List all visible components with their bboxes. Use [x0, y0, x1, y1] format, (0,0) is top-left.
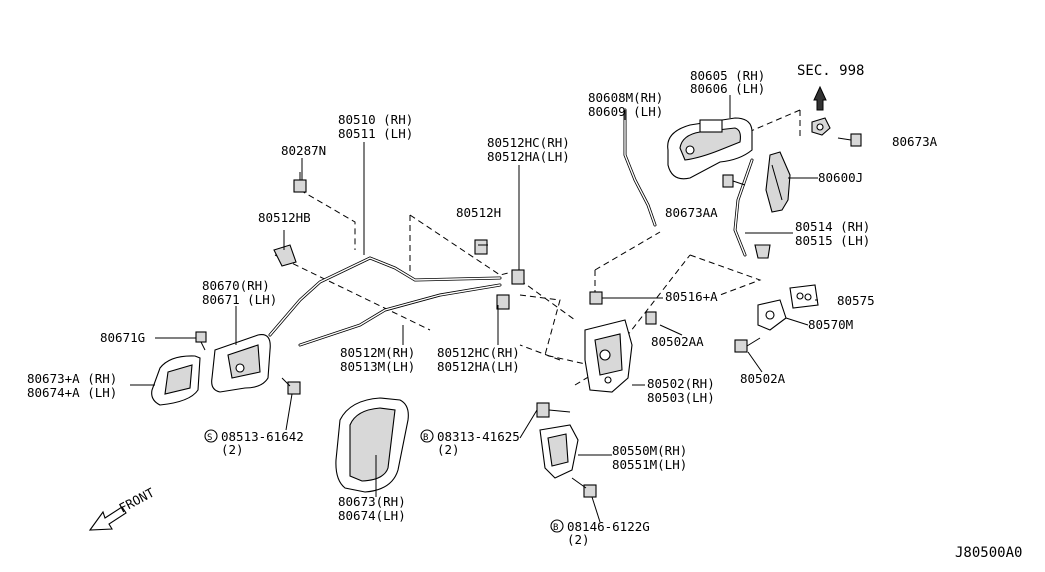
- sec998-bracket: [811, 85, 831, 136]
- label-80673aa: 80673AA: [665, 205, 718, 220]
- striker-80570m: [757, 299, 787, 331]
- label-80673: 80673(RH): [338, 494, 406, 509]
- clip-80512hc-top: [511, 269, 525, 285]
- label-80502a: 80502A: [740, 371, 786, 386]
- label-80570m: 80570M: [808, 317, 853, 332]
- label-80502: 80502(RH): [647, 376, 715, 391]
- label-80512ha-bottom: 80512HA(LH): [437, 359, 520, 374]
- bolt-80673aa: [722, 174, 746, 188]
- diagram-reference-code: J80500A0: [955, 545, 1022, 561]
- latch-80550m: [539, 424, 579, 479]
- screw-symbol-s: [204, 429, 218, 443]
- label-80287n: 80287N: [281, 143, 326, 158]
- label-80673-a: 80673+A (RH): [27, 371, 117, 386]
- door-lock-actuator: [584, 319, 633, 393]
- screw-80502a: [734, 337, 761, 353]
- label-80673a: 80673A: [892, 134, 938, 149]
- label-80575: 80575: [837, 293, 875, 308]
- label-08513: 08513-61642: [221, 429, 304, 444]
- label-80513m: 80513M(LH): [340, 359, 415, 374]
- label-80670: 80670(RH): [202, 278, 270, 293]
- bracket-80514: [754, 244, 771, 259]
- label-80512hc-bottom: 80512HC(RH): [437, 345, 520, 360]
- label-80516a: 80516+A: [665, 289, 718, 304]
- label-80609: 80609 (LH): [588, 104, 663, 119]
- label-08313: 08313-41625: [437, 429, 520, 444]
- inside-handle-80670: [211, 334, 271, 393]
- bolt-symbol-b-2: [550, 519, 564, 533]
- label-80511: 80511 (LH): [338, 126, 413, 141]
- clip-80287n: [293, 172, 307, 193]
- label-80608m: 80608M(RH): [588, 90, 663, 105]
- label-80512hc-top: 80512HC(RH): [487, 135, 570, 150]
- inside-handle-escutcheon-80673: [335, 397, 409, 493]
- label-08146-qty: (2): [567, 532, 590, 547]
- label-80512m: 80512M(RH): [340, 345, 415, 360]
- label-80510: 80510 (RH): [338, 112, 413, 127]
- clip-80516a: [589, 291, 603, 305]
- leader-lines: [130, 95, 818, 523]
- label-80512hb: 80512HB: [258, 210, 311, 225]
- outside-handle-assembly: [667, 117, 753, 180]
- bolt-symbol-b-2-text: B: [553, 523, 558, 533]
- shim-80575: [789, 284, 819, 309]
- label-80671: 80671 (LH): [202, 292, 277, 307]
- label-80551m: 80551M(LH): [612, 457, 687, 472]
- part-labels: SEC. 998 80605 (RH) 80606 (LH) 80608M(RH…: [27, 63, 1022, 561]
- bolt-80673a: [837, 133, 862, 147]
- escutcheon-80673-a: [151, 355, 201, 406]
- label-08513-qty: (2): [221, 442, 244, 457]
- label-80512h: 80512H: [456, 205, 501, 220]
- label-80503: 80503(LH): [647, 390, 715, 405]
- control-rods: [268, 108, 754, 347]
- screw-80502aa: [645, 311, 657, 325]
- guard-80600j: [765, 151, 791, 213]
- clip-80512hc-bottom: [496, 294, 510, 310]
- label-80515: 80515 (LH): [795, 233, 870, 248]
- bolt-symbol-b-1: [420, 429, 434, 443]
- clip-80512hb: [273, 244, 297, 267]
- assembly-guide-lines: [274, 109, 801, 386]
- label-08313-qty: (2): [437, 442, 460, 457]
- screw-symbol-s-text: S: [207, 433, 212, 443]
- label-80605: 80605 (RH): [690, 68, 765, 83]
- label-80502aa: 80502AA: [651, 334, 704, 349]
- label-08146: 08146-6122G: [567, 519, 650, 534]
- bolt-08313: [536, 402, 571, 418]
- bolt-symbol-b-1-text: B: [423, 433, 428, 443]
- label-80550m: 80550M(RH): [612, 443, 687, 458]
- label-80674-a: 80674+A (LH): [27, 385, 117, 400]
- label-80606: 80606 (LH): [690, 81, 765, 96]
- label-front: FRONT: [116, 485, 157, 516]
- bolt-08146: [571, 477, 597, 498]
- label-80674: 80674(LH): [338, 508, 406, 523]
- clip-80512h: [474, 239, 488, 255]
- screw-80671g: [195, 331, 207, 351]
- label-80512ha-top: 80512HA(LH): [487, 149, 570, 164]
- label-sec-998: SEC. 998: [797, 63, 864, 79]
- label-80671g: 80671G: [100, 330, 145, 345]
- front-arrow-icon: [88, 506, 127, 531]
- screw-08513: [281, 377, 301, 395]
- label-80514: 80514 (RH): [795, 219, 870, 234]
- label-80600j: 80600J: [818, 170, 863, 185]
